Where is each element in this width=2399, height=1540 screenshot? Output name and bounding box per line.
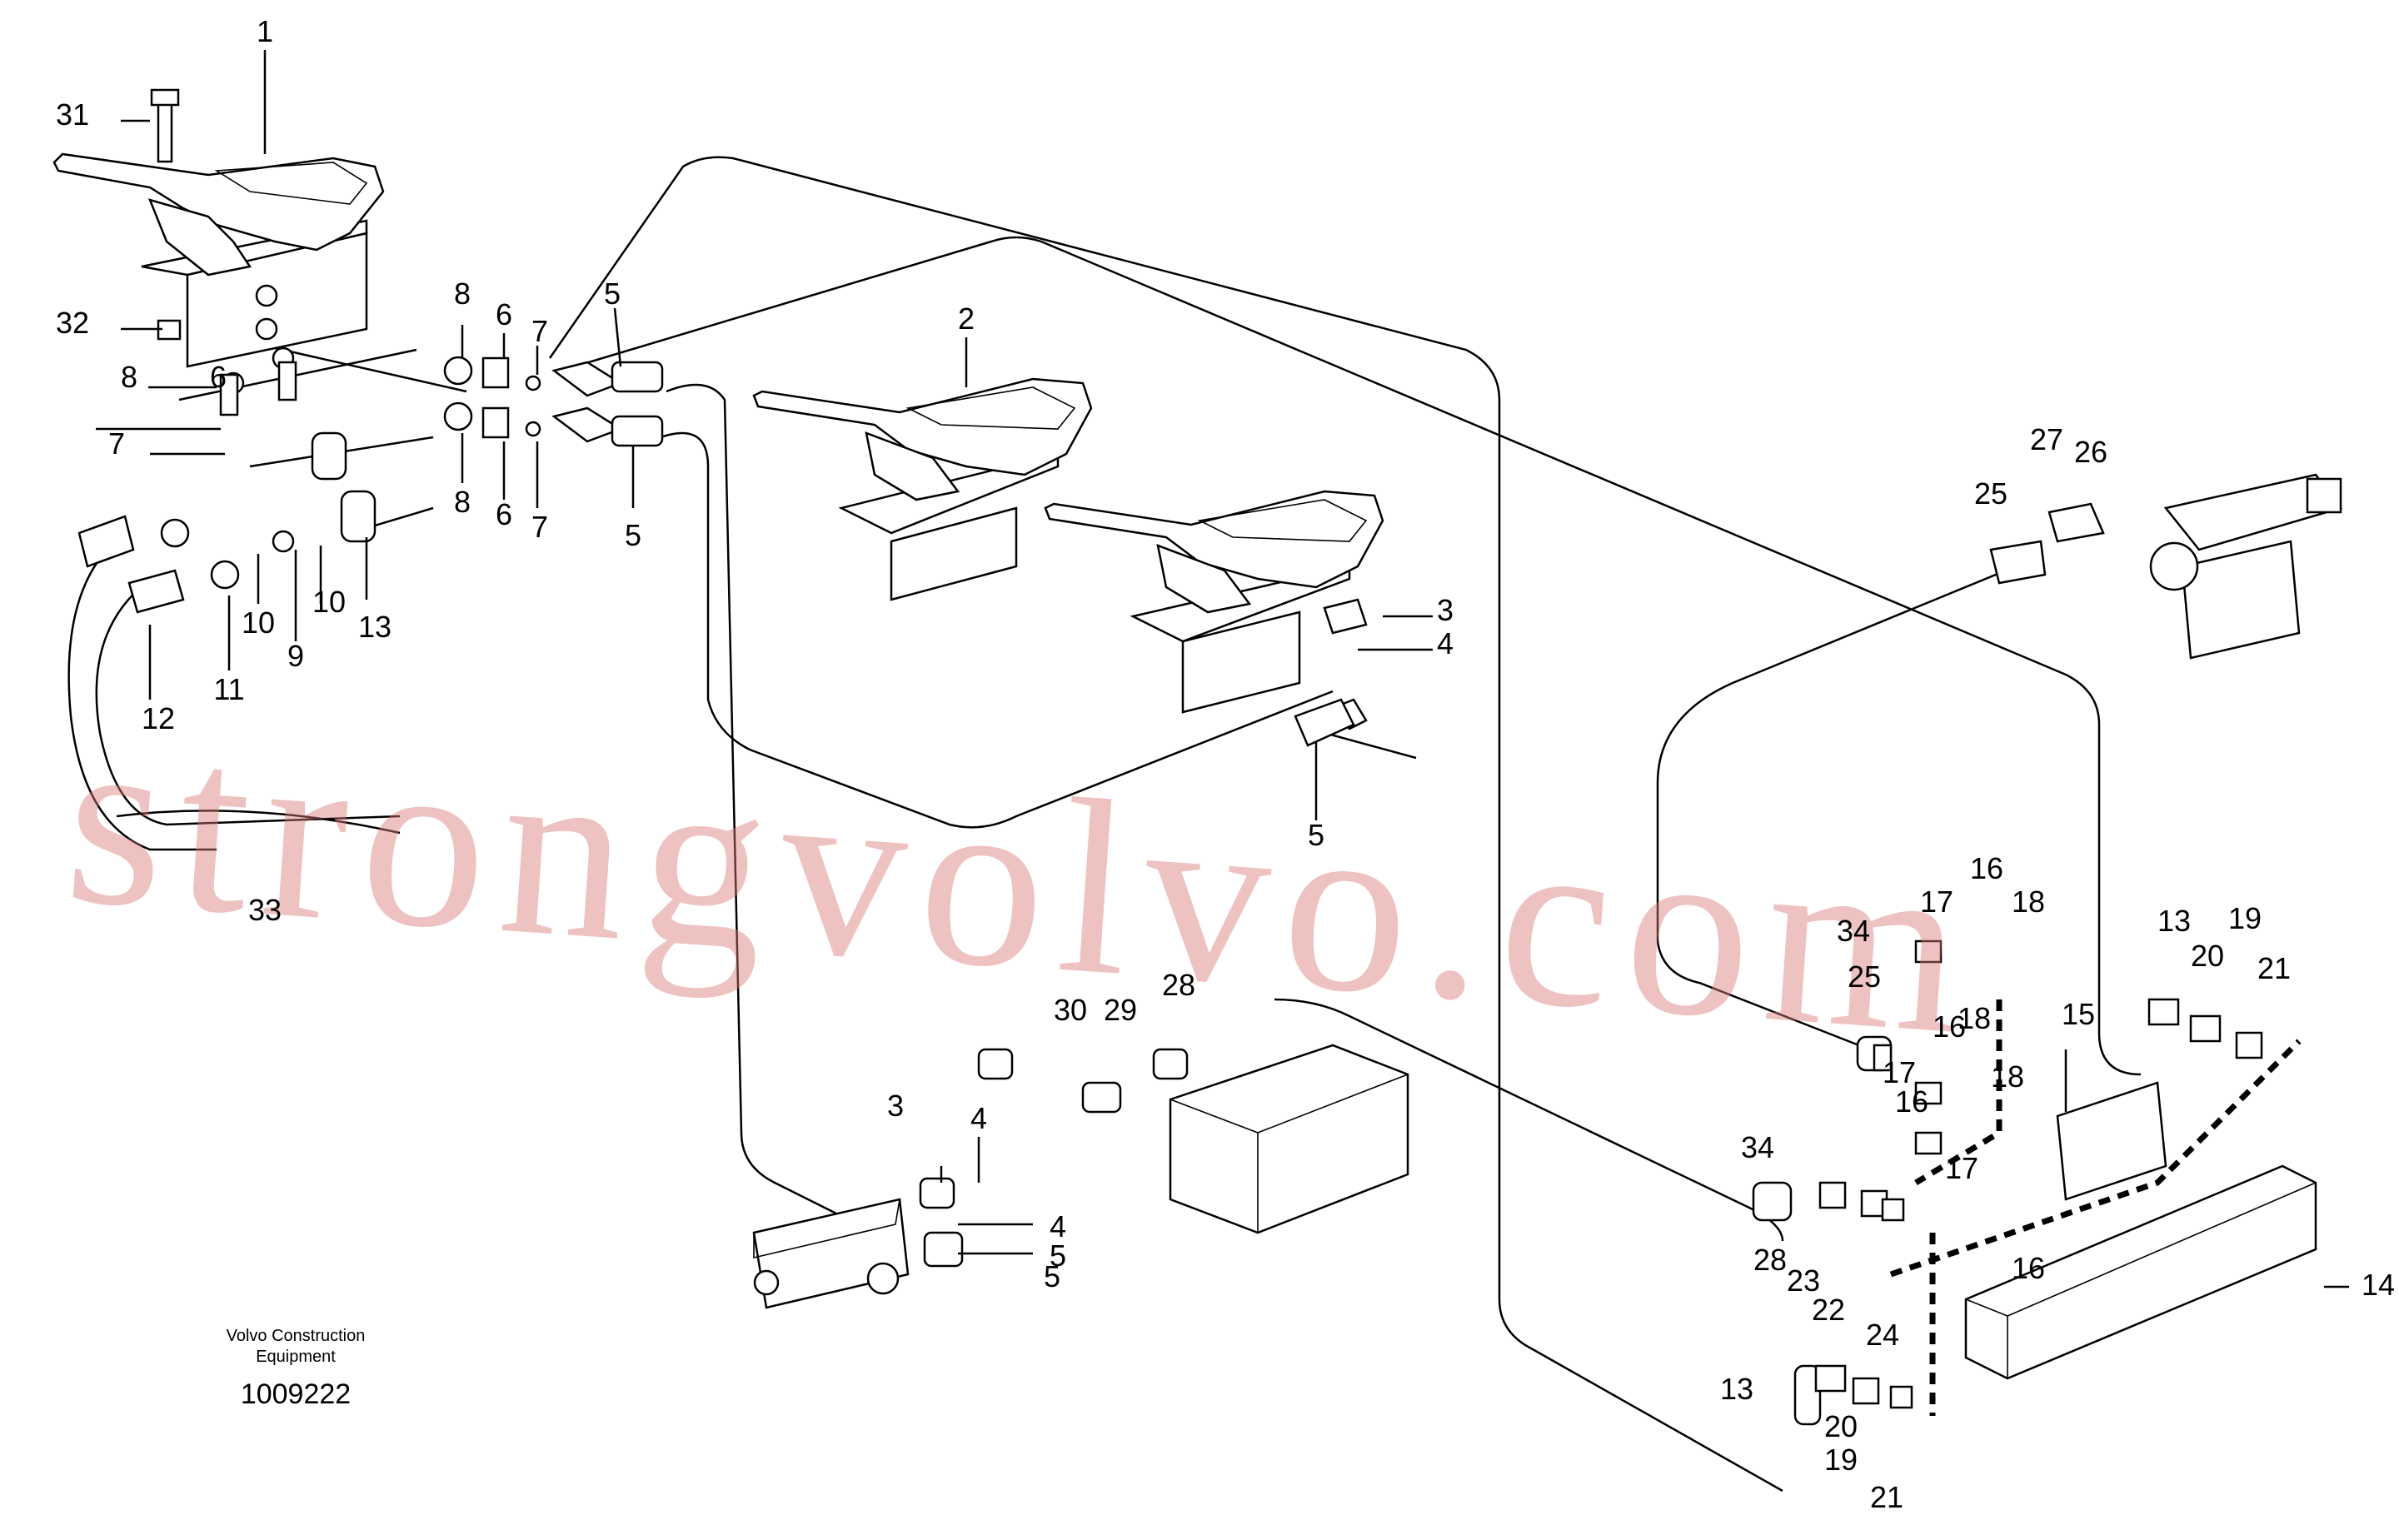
callout-label: 17 [1945,1151,1978,1185]
callout-label: 5 [1044,1259,1060,1293]
callout-label: 33 [248,893,282,927]
callout-label: 8 [454,485,471,519]
callout-label: 2 [958,302,975,336]
callout-label: 20 [2191,939,2224,973]
callout-label: 18 [1958,1001,1991,1035]
callout-label: 30 [1054,993,1087,1027]
callout-label: 8 [121,360,137,394]
callout-label: 24 [1866,1318,1899,1352]
callout-label: 23 [1787,1263,1820,1298]
callout-label: 28 [1162,968,1195,1002]
drawing-number: 1009222 [241,1378,351,1410]
callout-label: 5 [625,518,641,552]
callout-label: 13 [1720,1372,1753,1406]
callout-label: 7 [531,510,548,544]
callout-label: 15 [2062,997,2095,1031]
callout-label: 16 [2012,1251,2045,1285]
leader-lines [96,50,2349,1288]
watermark: strongvolvo.com [58,678,1984,1088]
callout-label: 5 [1050,1238,1066,1273]
callout-label: 9 [287,639,304,673]
callout-label: 14 [2362,1268,2395,1302]
callout-label: 7 [108,426,125,461]
solenoid-valve [1989,473,2343,660]
callout-label: 28 [1753,1243,1787,1277]
callout-label: 21 [2257,951,2291,985]
callout-label: 5 [604,277,621,311]
callout-labels: 1233444555556667778889101011121313131415… [56,14,2395,1514]
callout-label: 19 [1824,1443,1858,1477]
callout-label: 6 [496,297,512,331]
callout-label: 13 [358,610,392,644]
callout-label: 17 [1920,885,1953,919]
callout-label: 7 [531,314,548,348]
callout-label: 10 [312,585,346,619]
callout-label: 20 [1824,1409,1858,1443]
pedal-assembly-2 [752,377,1093,601]
callout-label: 25 [1848,959,1881,994]
callout-label: 18 [1991,1059,2024,1094]
callout-label: 32 [56,306,89,340]
callout-label: 4 [970,1101,987,1135]
caption-line-1: Volvo Construction [227,1327,366,1345]
callout-label: 3 [1437,593,1454,627]
caption-line-2: Equipment [256,1348,336,1366]
callout-label: 13 [2157,904,2191,938]
component-boxes [1169,1044,2317,1380]
fittings [77,356,2263,1426]
callout-label: 22 [1812,1293,1845,1327]
callout-label: 16 [1970,851,2003,885]
callout-label: 18 [2012,885,2045,919]
callout-label: 27 [2030,422,2063,456]
callout-label: 4 [1050,1209,1066,1243]
callout-label: 8 [454,277,471,311]
callout-label: 16 [1895,1084,1928,1119]
callout-label: 6 [210,360,227,394]
callout-label: 5 [1308,818,1324,852]
callout-label: 10 [242,606,275,640]
callout-label: 1 [257,14,273,48]
callout-label: 31 [56,97,89,132]
callout-label: 17 [1883,1055,1916,1089]
callout-label: 11 [213,672,244,706]
callout-label: 34 [1837,914,1870,948]
callout-label: 26 [2074,435,2107,469]
callout-label: 4 [1437,626,1454,660]
callout-label: 21 [1870,1480,1903,1514]
manifold-block [752,1198,964,1309]
callout-label: 12 [142,701,175,735]
callout-label: 19 [2228,901,2262,935]
callout-label: 6 [496,497,512,531]
pedal-assembly-1 [52,88,385,395]
callout-label: 16 [1933,1009,1966,1044]
pedal-assembly-3 [1044,490,1384,747]
hose-lines [67,156,2142,1493]
callout-label: 25 [1974,476,2007,511]
callout-label: 29 [1104,993,1137,1027]
dashed-connections [1889,999,2302,1416]
callout-label: 3 [887,1089,904,1123]
callout-label: 34 [1741,1130,1774,1164]
